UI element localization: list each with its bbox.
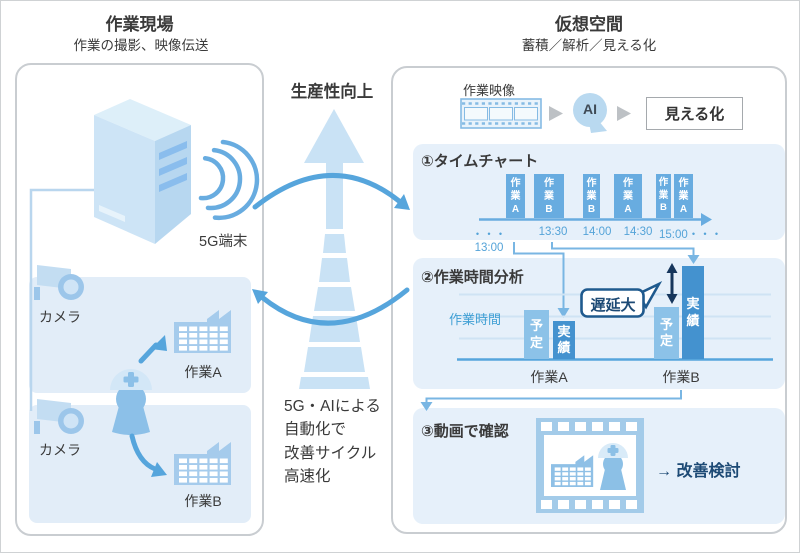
category-label-b: 作業B	[662, 369, 700, 385]
timechart-block: 作 業 B	[656, 174, 671, 218]
bar-planned-b: 予 定	[654, 307, 679, 359]
virtual-space-subtitle: 蓄積／解析／見える化	[521, 38, 657, 53]
cycle-note: 5G・AIによる 自動化で 改善サイクル 高速化	[284, 398, 381, 485]
5g-terminal-label: 5G端末	[199, 234, 248, 250]
play-arrow-icon	[617, 106, 631, 121]
camera-icon	[34, 265, 84, 300]
play-arrow-icon	[549, 106, 563, 121]
wireless-signal-icon	[198, 139, 260, 221]
delay-gap-arrow	[666, 263, 678, 304]
time-tick: 14:30	[623, 226, 653, 238]
timechart-block: 作 業 A	[674, 174, 693, 218]
worker-in-video-icon	[598, 443, 628, 490]
server-icon	[94, 99, 191, 244]
timechart-block: 作 業 B	[583, 174, 600, 218]
time-tick: 15:00・・・	[659, 229, 723, 241]
visualization-box: 見える化	[646, 97, 743, 130]
delay-callout-bubble	[580, 281, 663, 318]
timechart-block: 作 業 A	[506, 174, 525, 218]
bar-actual-b: 実 績	[682, 266, 704, 359]
bar-actual-a: 実 績	[553, 321, 575, 359]
work-b-label: 作業B	[184, 493, 222, 509]
time-tick: ・・・13:00	[471, 229, 507, 254]
factory-icon	[174, 310, 231, 353]
connector-lines	[420, 242, 700, 411]
category-label-a: 作業A	[530, 369, 568, 385]
film-frame-icon	[536, 418, 644, 513]
bar-planned-a: 予 定	[524, 310, 549, 359]
up-arrow-icon	[299, 109, 370, 389]
timechart-block: 作 業 B	[534, 174, 564, 218]
productivity-label: 生産性向上	[290, 83, 374, 101]
worksite-title: 作業現場	[105, 15, 174, 34]
camera-icon	[34, 399, 84, 434]
time-tick: 14:00	[582, 226, 612, 238]
video-check-title: ③動画で確認	[421, 423, 509, 440]
ai-label: AI	[583, 101, 597, 117]
camera-network-line	[29, 188, 94, 411]
timechart-block: 作 業 A	[614, 174, 642, 218]
camera-label: カメラ	[39, 309, 81, 325]
worksite-subtitle: 作業の撮影、映像伝送	[73, 38, 209, 53]
ai-head-icon	[573, 93, 607, 133]
worker-icon	[110, 369, 152, 435]
film-strip-icon	[460, 98, 542, 129]
work-assignment-arrows	[129, 335, 167, 477]
cycle-arrows-icon	[252, 173, 410, 326]
axis-label: 作業時間	[449, 312, 502, 327]
delay-callout-text: 遅延大	[590, 297, 636, 314]
analysis-title: ②作業時間分析	[421, 269, 524, 286]
analysis-section	[413, 258, 785, 389]
factory-icon	[174, 442, 231, 485]
work-video-label: 作業映像	[463, 83, 516, 98]
timechart-title: ①タイムチャート	[421, 153, 539, 170]
improvement-action: → 改善検討	[656, 463, 741, 480]
timeline-axis	[479, 213, 712, 226]
time-tick: 13:30	[538, 226, 568, 238]
virtual-space-title: 仮想空間	[555, 15, 623, 34]
work-a-label: 作業A	[184, 364, 222, 380]
camera-label: カメラ	[39, 442, 81, 458]
